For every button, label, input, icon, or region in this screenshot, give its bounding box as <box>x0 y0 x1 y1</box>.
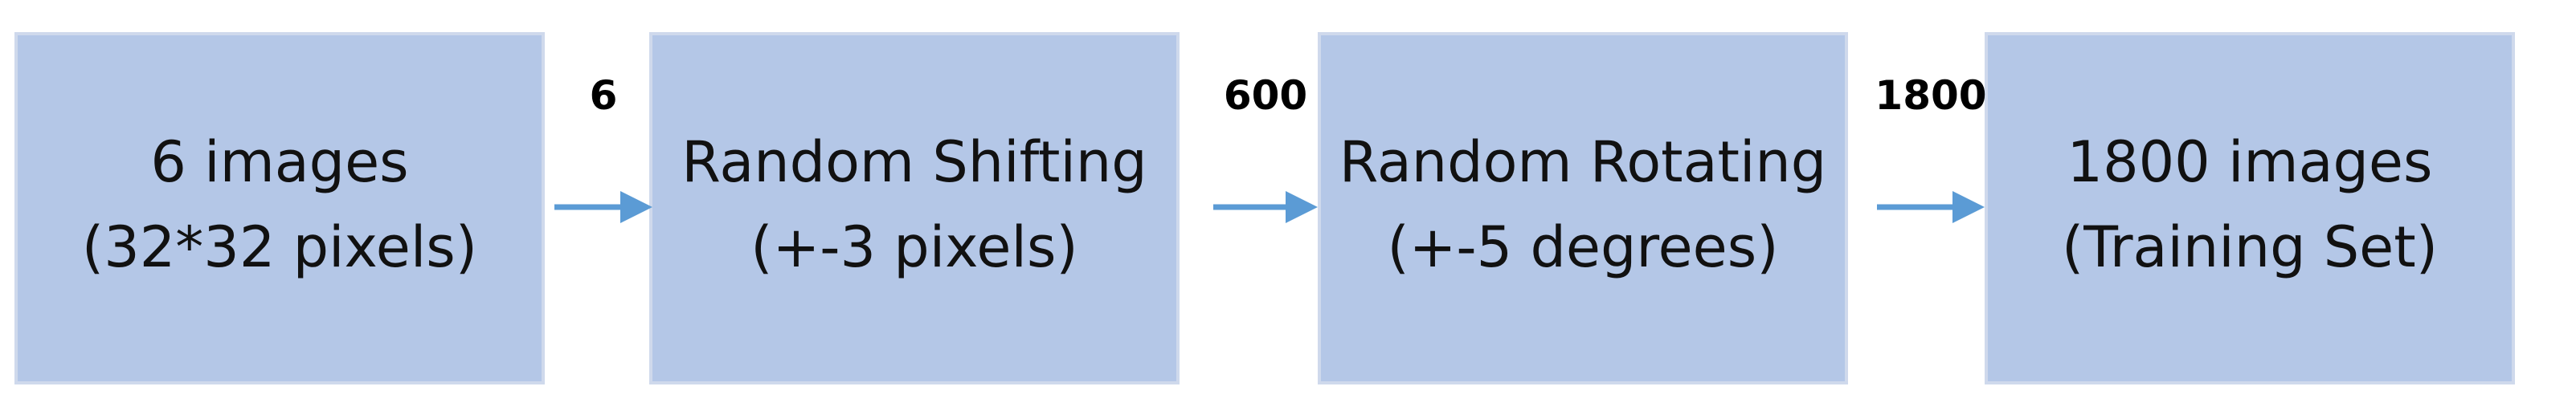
random-rotating-subtitle: (+-5 degrees) <box>1387 214 1778 280</box>
input-images-box: 6 images (32*32 pixels) <box>14 32 545 384</box>
arrow-head-icon <box>1952 191 1985 223</box>
arrow-count-label: 1800 <box>1875 72 1986 119</box>
arrow-shifting-to-rotating: 600 <box>1213 72 1318 223</box>
arrow-input-to-shifting: 6 <box>554 72 652 223</box>
random-shifting-box: Random Shifting (+-3 pixels) <box>649 32 1180 384</box>
training-set-subtitle: (Training Set) <box>2062 214 2438 280</box>
arrow-rotating-to-training: 1800 <box>1875 72 1987 223</box>
training-set-box: 1800 images (Training Set) <box>1985 32 2515 384</box>
arrow-count-label: 600 <box>1224 72 1307 119</box>
arrow-head-icon <box>620 191 652 223</box>
random-shifting-title: Random Shifting <box>681 129 1147 195</box>
arrow-count-label: 6 <box>590 72 618 119</box>
training-set-title: 1800 images <box>2067 129 2433 195</box>
random-shifting-subtitle: (+-3 pixels) <box>750 214 1077 280</box>
arrow-head-icon <box>1286 191 1318 223</box>
input-images-subtitle: (32*32 pixels) <box>82 214 477 280</box>
random-rotating-title: Random Rotating <box>1339 129 1826 195</box>
random-rotating-box: Random Rotating (+-5 degrees) <box>1318 32 1848 384</box>
input-images-title: 6 images <box>150 129 408 195</box>
